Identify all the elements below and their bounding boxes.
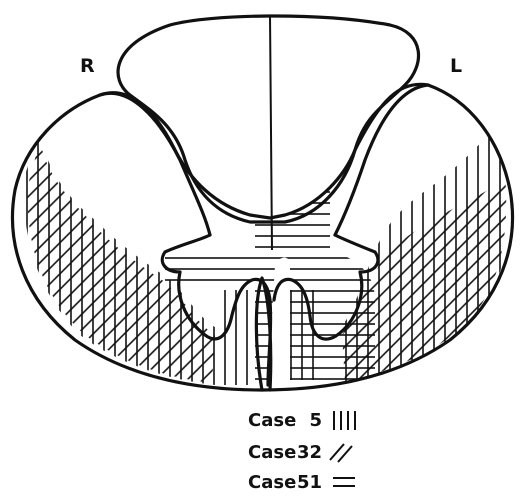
legend-swatch-vertical-lines [334,411,355,430]
side-label-right: R [80,55,95,77]
legend-swatch-diagonal-lines [330,444,352,462]
legend-case-number: 32 [297,442,322,463]
legend-row-case-51: Case 51 [248,472,355,493]
legend-case-number: 5 [309,410,322,431]
legend: Case 5 Case 32 Case 51 [248,410,355,493]
legend-case-number: 51 [297,472,322,493]
legend-case-label: Case [248,472,296,493]
posterior-median-septum [270,15,272,250]
legend-row-case-5: Case 5 [248,410,355,431]
side-label-left: L [450,55,462,77]
legend-row-case-32: Case 32 [248,442,352,463]
legend-case-label: Case [248,442,296,463]
legend-swatch-horizontal-lines [333,478,355,486]
legend-case-label: Case [248,410,296,431]
